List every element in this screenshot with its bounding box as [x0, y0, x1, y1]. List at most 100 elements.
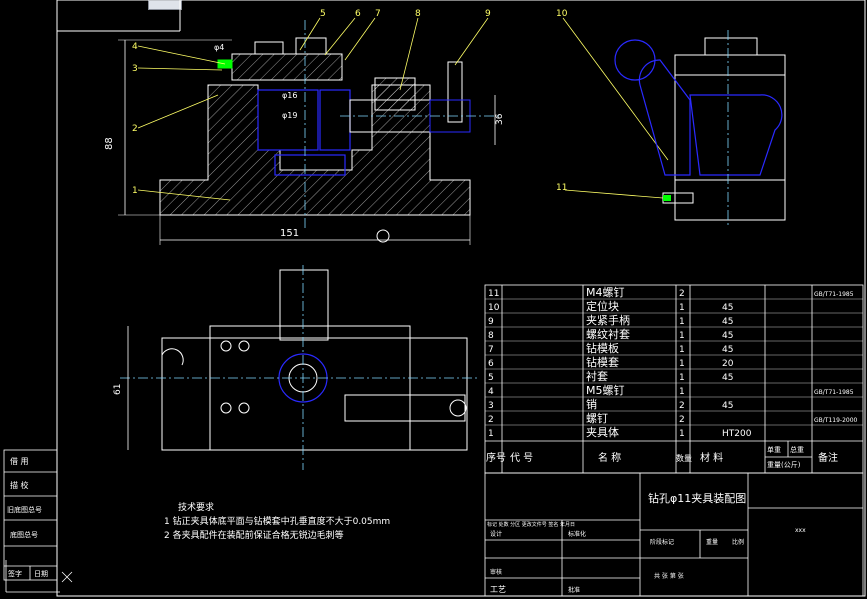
- svg-text:7: 7: [375, 9, 381, 19]
- parts-row-qty: 1: [679, 331, 685, 341]
- parts-row-name: M4螺钉: [586, 286, 625, 299]
- parts-row-note: GB/T71-1985: [814, 291, 854, 298]
- tb-company: xxx: [795, 527, 806, 534]
- parts-row-name: 钻模板: [586, 341, 619, 355]
- tech-req-line-1: 1 钻正夹具体底平面与钻模套中孔垂直度不大于0.05mm: [164, 515, 390, 527]
- parts-row-note: GB/T119-2000: [814, 417, 858, 424]
- tb-designer: 设计: [490, 530, 502, 538]
- svg-text:4: 4: [132, 42, 138, 52]
- svg-text:9: 9: [485, 9, 491, 19]
- tb-std: 标准化: [568, 530, 586, 538]
- tb-sheet: 共 张 第 张: [654, 572, 684, 580]
- hdr-weight: 重量(公斤): [767, 460, 801, 469]
- svg-text:2: 2: [132, 124, 138, 134]
- dim-width: 151: [280, 228, 299, 239]
- parts-row-qty: 2: [679, 289, 685, 299]
- parts-row-qty: 2: [679, 401, 685, 411]
- parts-row-qty: 1: [679, 359, 685, 369]
- parts-table-rows: [485, 298, 863, 426]
- parts-row-no: 9: [488, 317, 494, 327]
- dim-d2: φ16: [282, 91, 297, 100]
- svg-text:10: 10: [556, 9, 568, 19]
- parts-table: [484, 284, 864, 474]
- dim-height: 88: [104, 137, 115, 150]
- hdr-code: 代 号: [510, 452, 533, 464]
- parts-row-no: 8: [488, 331, 494, 341]
- parts-row-no: 2: [488, 415, 494, 425]
- left-strip: [3, 449, 58, 581]
- drawing-title: 钻孔φ11夹具装配图: [648, 491, 746, 505]
- hdr-no: 序号: [486, 451, 506, 464]
- hdr-name: 名 称: [598, 451, 621, 464]
- tech-req-line-2: 2 各夹具配件在装配前保证合格无锐边毛刺等: [164, 529, 344, 541]
- ls-item-3: 旧底图总号: [7, 505, 42, 514]
- side-view: [614, 30, 786, 225]
- hdr-qty: 数量: [676, 453, 692, 463]
- parts-row-name: 定位块: [586, 299, 619, 313]
- ucs-icon: [5, 560, 73, 593]
- tb-approve: 批准: [568, 586, 580, 594]
- balloon-numbers: 1 2 3 4 5 6 7 8 9 10 11: [132, 9, 568, 196]
- parts-row-qty: 1: [679, 373, 685, 383]
- hdr-note: 备注: [818, 451, 838, 464]
- tb-craft: 工艺: [490, 585, 506, 594]
- parts-row-material: 45: [722, 317, 733, 327]
- ls-item-4: 底图总号: [10, 530, 38, 539]
- parts-row-no: 11: [488, 289, 499, 299]
- dim-side-h: 36: [495, 113, 505, 125]
- svg-text:6: 6: [355, 9, 361, 19]
- parts-row-note: GB/T71-1985: [814, 389, 854, 396]
- hdr-material: 材 料: [700, 451, 723, 464]
- parts-row-no: 1: [488, 429, 494, 439]
- parts-row-no: 10: [488, 303, 500, 313]
- svg-text:11: 11: [556, 183, 567, 193]
- parts-row-qty: 1: [679, 303, 685, 313]
- ls-item-6: 日期: [34, 570, 48, 578]
- parts-row-material: 45: [722, 373, 733, 383]
- ls-item-2: 描 校: [10, 480, 29, 490]
- tb-check: 审核: [490, 568, 502, 576]
- front-view: [118, 20, 500, 245]
- parts-row-qty: 1: [679, 387, 685, 397]
- svg-text:3: 3: [132, 64, 138, 74]
- parts-row-no: 3: [488, 401, 494, 411]
- parts-row-material: 45: [722, 345, 733, 355]
- tech-req-title: 技术要求: [178, 501, 214, 513]
- title-small-row: 标记 处数 分区 更改文件号 签名 年月日: [487, 521, 575, 528]
- parts-row-material: HT200: [722, 429, 752, 439]
- parts-row-qty: 2: [679, 415, 685, 425]
- tb-weight: 重量: [706, 538, 718, 546]
- hdr-single: 单重: [767, 445, 781, 454]
- ls-item-1: 借 用: [10, 456, 29, 466]
- svg-text:1: 1: [132, 186, 138, 196]
- tb-ratio: 比例: [732, 538, 744, 546]
- svg-text:8: 8: [415, 9, 421, 19]
- ls-item-5: 签字: [8, 569, 22, 578]
- parts-row-qty: 1: [679, 317, 685, 327]
- parts-row-name: 夹具体: [586, 425, 619, 439]
- parts-row-name: 螺纹衬套: [586, 327, 630, 341]
- parts-row-no: 6: [488, 359, 494, 369]
- parts-row-material: 20: [722, 359, 734, 369]
- dim-d1: φ4: [214, 43, 224, 52]
- dim-d3: φ19: [282, 111, 297, 120]
- parts-row-material: 45: [722, 331, 733, 341]
- parts-row-name: 夹紧手柄: [586, 313, 630, 327]
- parts-row-name: 衬套: [586, 370, 608, 383]
- parts-row-name: 螺钉: [586, 412, 608, 425]
- parts-row-material: 45: [722, 401, 733, 411]
- drawing-frame: [56, 0, 866, 597]
- tb-stage: 阶段标记: [650, 538, 674, 546]
- top-view: [120, 265, 480, 470]
- parts-row-name: 钻模套: [586, 355, 619, 369]
- title-block: [484, 472, 864, 597]
- parts-row-name: M5螺钉: [586, 384, 625, 397]
- parts-row-qty: 1: [679, 429, 685, 439]
- parts-row-name: 销: [586, 397, 597, 411]
- svg-text:5: 5: [320, 9, 326, 19]
- parts-row-no: 5: [488, 373, 494, 383]
- parts-row-no: 7: [488, 345, 494, 355]
- balloon-leaders: [137, 17, 669, 201]
